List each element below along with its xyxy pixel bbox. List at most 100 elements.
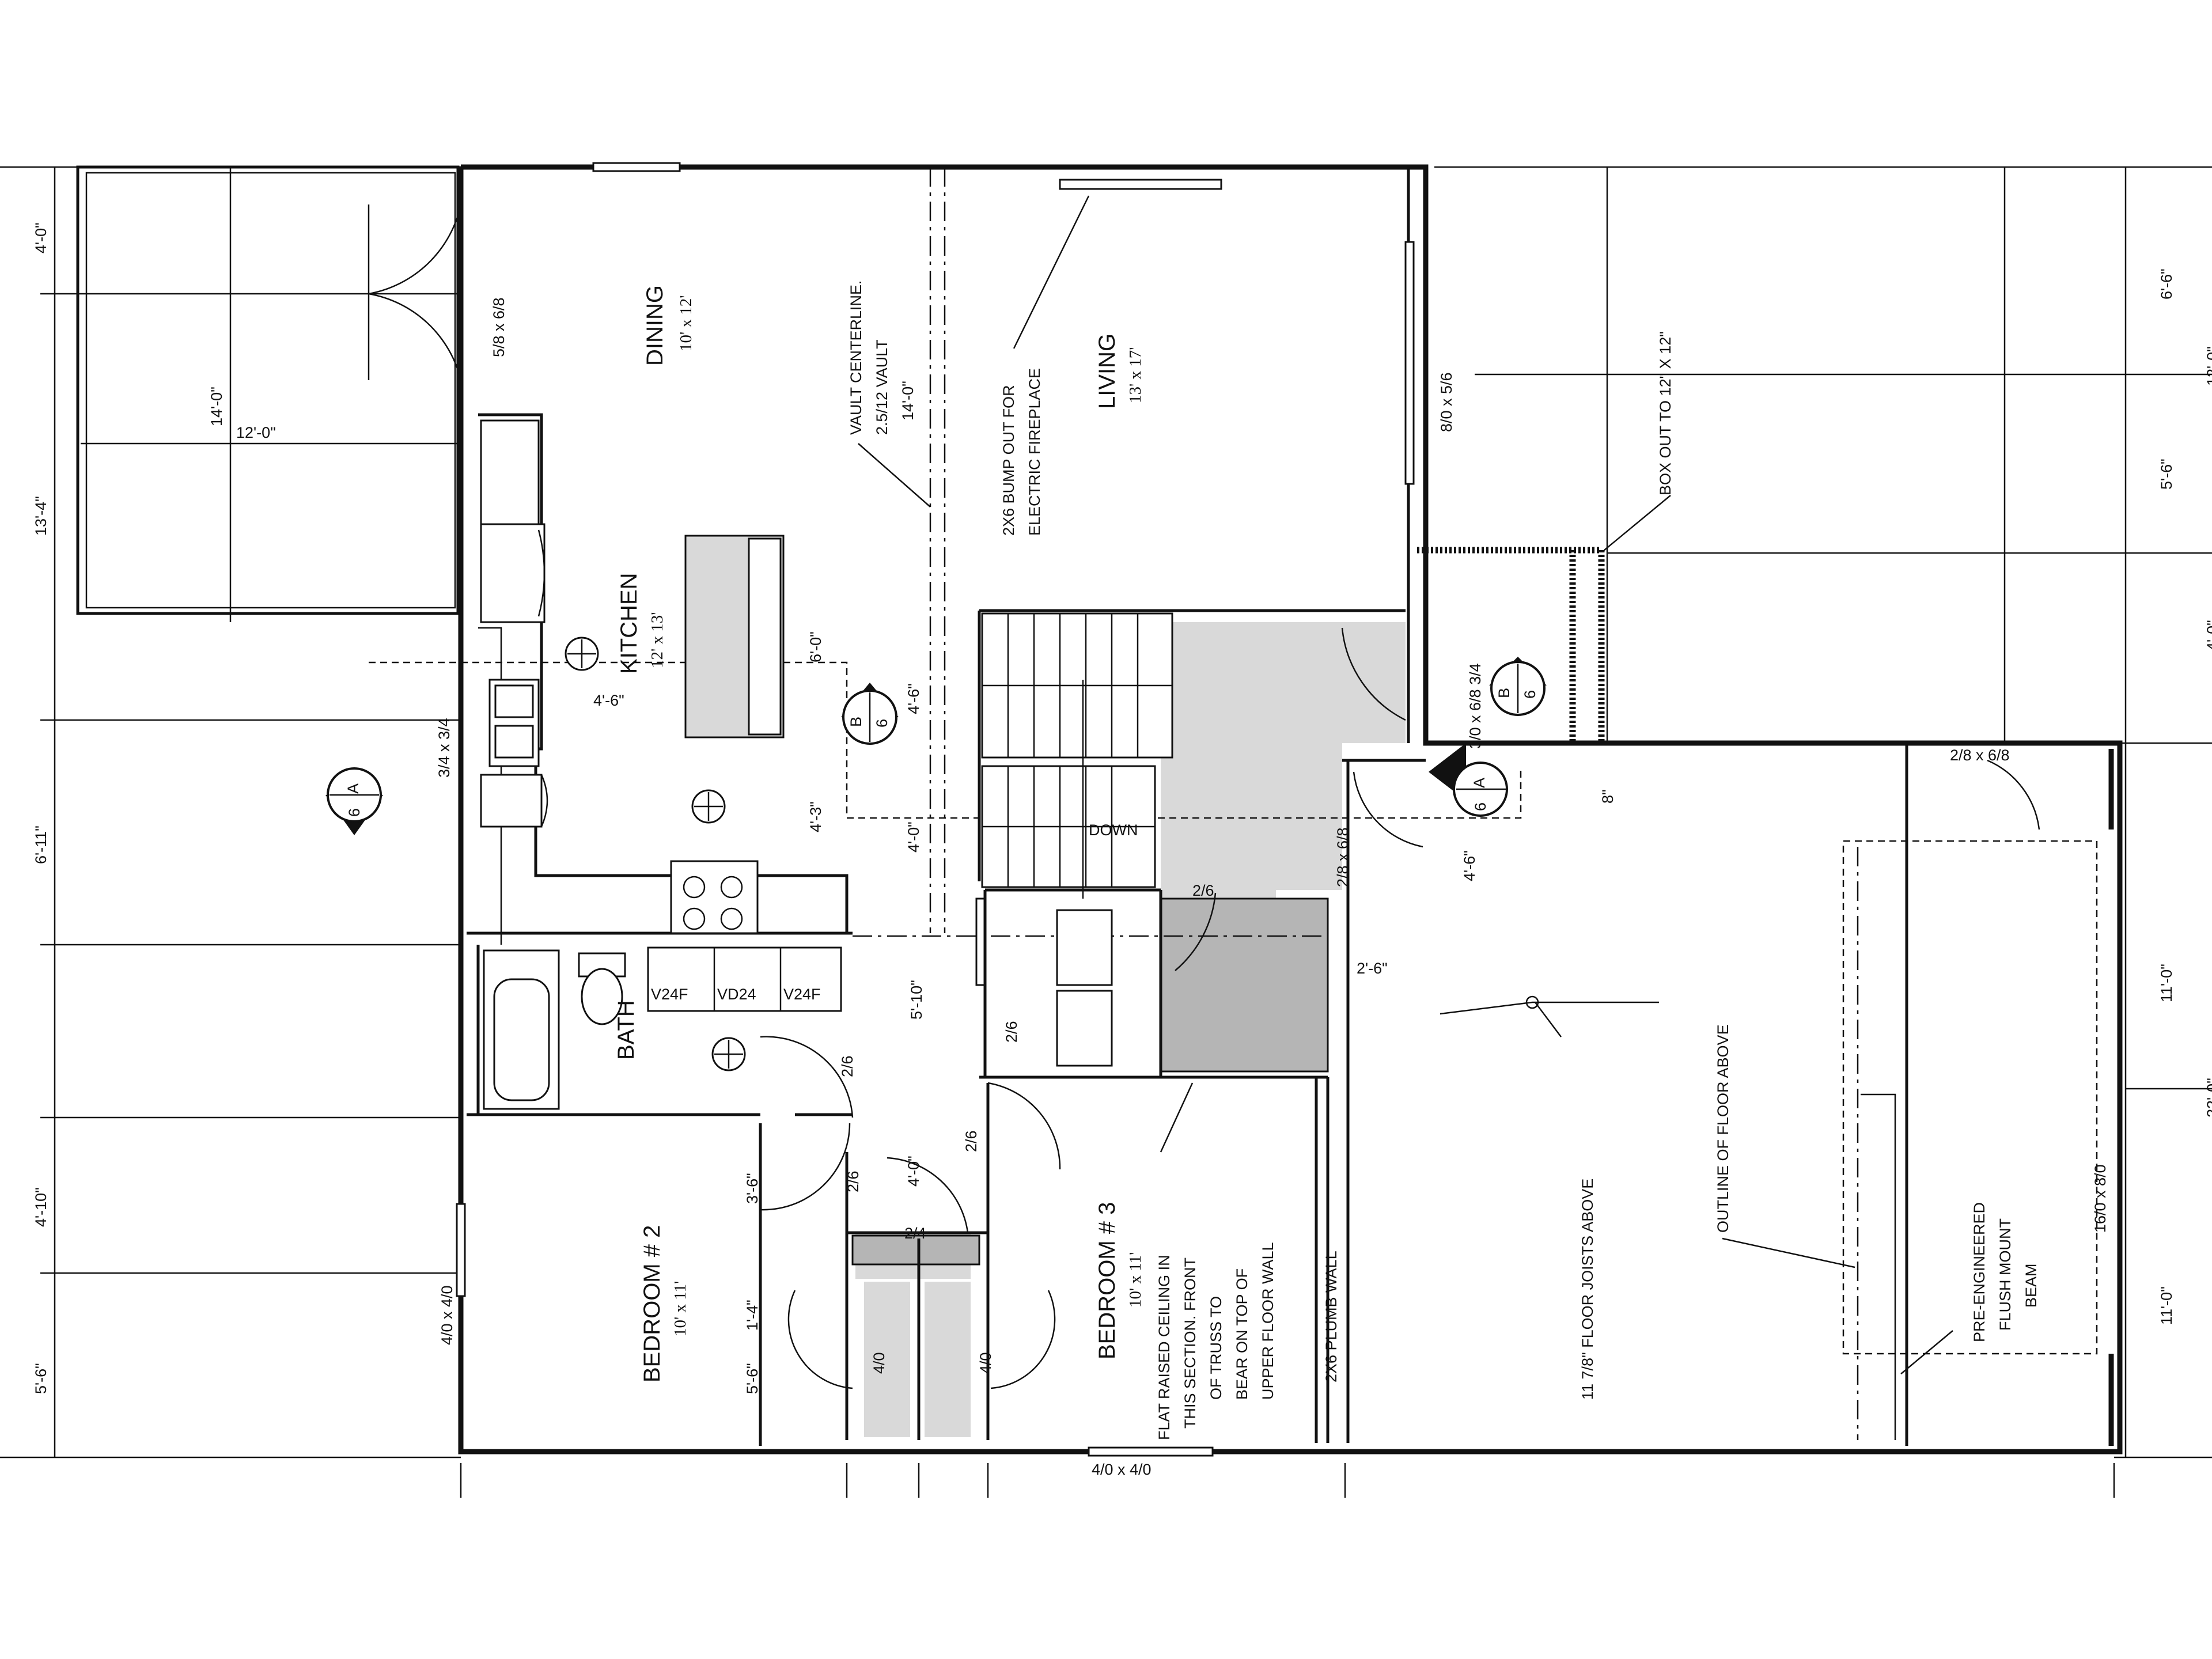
section-marker-b-kitchen: B 6 xyxy=(841,683,899,745)
room-bath: BATH xyxy=(613,1000,639,1060)
section-marker-b-right: B 6 xyxy=(1489,657,1547,716)
label-door-28x68-b: 2/8 x 6/8 xyxy=(1950,747,2010,764)
note-flat-3: OF TRUSS TO xyxy=(1207,1296,1225,1400)
dim-garage-8: 8" xyxy=(1599,789,1616,804)
room-living-size: 13' x 17' xyxy=(1126,347,1145,403)
laundry-fixtures xyxy=(1056,909,1113,1067)
plan-notes: VAULT CENTERLINE. 2.5/12 VAULT 14'-0" 2X… xyxy=(847,280,2040,1440)
section-b2-letter: B xyxy=(1495,688,1513,698)
dim-right-5: 22'-0" xyxy=(2204,1078,2212,1118)
label-door-30x68: 3/0 x 6/8 3/4 xyxy=(1467,663,1484,749)
front-porch xyxy=(76,165,460,615)
dim-kitchen-6: 6'-0" xyxy=(807,631,824,662)
note-fireplace-2: ELECTRIC FIREPLACE xyxy=(1026,368,1043,536)
dim-right-6: 11'-0" xyxy=(2158,1286,2175,1325)
windows xyxy=(456,162,1415,1457)
dim-garage-46: 4'-6" xyxy=(1461,850,1478,881)
room-bedroom3-size: 10' x 11' xyxy=(1126,1252,1145,1308)
room-bedroom2-size: 10' x 11' xyxy=(671,1281,690,1336)
note-flat-2: THIS SECTION. FRONT xyxy=(1181,1257,1199,1429)
label-c40a: 4/0 xyxy=(870,1352,888,1374)
dim-left-1: 13'-4" xyxy=(32,496,50,536)
section-b-page: 6 xyxy=(873,719,891,728)
note-vault-1: VAULT CENTERLINE. xyxy=(847,280,865,435)
bath-fixtures xyxy=(483,946,842,1110)
dim-right-3: 4'-0" xyxy=(2204,620,2212,651)
label-v24f-a: V24F xyxy=(651,986,688,1003)
room-living: LIVING xyxy=(1094,334,1120,409)
label-d26-b2: 2/6 xyxy=(844,1171,862,1192)
dim-garage-26: 2'-6" xyxy=(1357,960,1388,977)
dimension-lines xyxy=(0,166,2212,1498)
dim-left-4: 5'-6" xyxy=(32,1363,50,1394)
section-lines xyxy=(369,661,1522,819)
label-door-28x68-a: 2/8 x 6/8 xyxy=(1334,827,1351,887)
section-a2-letter: A xyxy=(1471,778,1488,788)
note-flat-5: UPPER FLOOR WALL xyxy=(1259,1242,1277,1400)
label-win-34x34: 3/4 x 3/4 xyxy=(435,718,453,778)
dim-stair-46: 4'-6" xyxy=(905,683,922,714)
note-fireplace-1: 2X6 BUMP OUT FOR xyxy=(1000,385,1017,536)
dim-left-0: 4'-0" xyxy=(32,222,50,253)
dim-b2-56: 5'-6" xyxy=(744,1363,761,1394)
label-d26-wd: 2/6 xyxy=(1003,1021,1020,1043)
room-kitchen: KITCHEN xyxy=(616,573,642,674)
dim-porch-12: 12'-0" xyxy=(236,424,276,441)
label-garage-door: 16/0 x 8/0 xyxy=(2092,1164,2109,1233)
dim-right-4: 11'-0" xyxy=(2158,964,2175,1002)
room-labels: DINING 10' x 12' LIVING 13' x 17' KITCHE… xyxy=(613,285,1145,1382)
section-a-page: 6 xyxy=(346,808,363,817)
dim-left-2: 6'-11" xyxy=(32,825,50,864)
dim-right-1: 12'-0" xyxy=(2204,346,2212,386)
dim-hall-40: 4'-0" xyxy=(905,1156,922,1187)
note-boxout: BOX OUT TO 12" X 12" xyxy=(1657,331,1674,495)
label-win-40x40-bottom: 4/0 x 4/0 xyxy=(1092,1461,1152,1478)
section-marker-a-right: A 6 xyxy=(1429,743,1508,817)
note-vault-2: 2.5/12 VAULT xyxy=(873,339,891,435)
note-flat-4: BEAR ON TOP OF xyxy=(1233,1268,1251,1400)
section-a2-page: 6 xyxy=(1472,802,1489,811)
kitchen-fixtures xyxy=(480,419,785,934)
small-labels: 2/6 2/6 2/6 2/6 2/6 2/4 4/0 4/0 V24F VD2… xyxy=(651,882,1214,1374)
note-beam-3: BEAM xyxy=(2022,1263,2040,1308)
dim-right-2: 5'-6" xyxy=(2158,459,2175,490)
label-v24f-b: V24F xyxy=(783,986,821,1003)
note-down: DOWN xyxy=(1089,821,1138,839)
tiled-floor xyxy=(851,622,1406,1437)
dim-kitchen-43: 4'-3" xyxy=(807,801,824,832)
label-vd24: VD24 xyxy=(717,986,756,1003)
label-d24: 2/4 xyxy=(904,1225,926,1242)
dim-b2-14: 1'-4" xyxy=(744,1300,761,1331)
dim-kitchen-45: 4'-6" xyxy=(593,692,624,709)
room-bedroom3: BEDROOM # 3 xyxy=(1094,1202,1120,1359)
dim-hall-510: 5'-10" xyxy=(908,980,925,1020)
section-a-letter: A xyxy=(344,783,362,794)
note-outline: OUTLINE OF FLOOR ABOVE xyxy=(1714,1024,1732,1233)
label-win-80x56: 8/0 x 5/6 xyxy=(1438,372,1455,432)
room-kitchen-size: 12' x 13' xyxy=(648,612,666,668)
dim-porch-14: 14'-0" xyxy=(208,387,225,426)
note-joists: 11 7/8" FLOOR JOISTS ABOVE xyxy=(1579,1179,1596,1400)
section-b2-page: 6 xyxy=(1521,690,1539,699)
label-c40b: 4/0 xyxy=(977,1352,994,1374)
dim-right-0: 6'-6" xyxy=(2158,268,2175,300)
label-d26-bath: 2/6 xyxy=(839,1055,856,1077)
note-flat-1: FLAT RAISED CEILING IN xyxy=(1156,1255,1173,1440)
note-beam-2: FLUSH MOUNT xyxy=(1997,1218,2014,1331)
room-bedroom2: BEDROOM # 2 xyxy=(639,1225,665,1382)
leaders xyxy=(858,195,1953,1374)
note-vault-3: 14'-0" xyxy=(899,381,916,421)
label-d26-hall: 2/6 xyxy=(1192,882,1214,899)
label-win-40x40-left: 4/0 x 4/0 xyxy=(438,1285,456,1345)
garage-details xyxy=(1842,743,2114,1446)
opening-labels: 5/8 x 6/8 8/0 x 5/6 3/0 x 6/8 3/4 3/4 x … xyxy=(435,297,2109,1478)
section-marker-a-left: A 6 xyxy=(325,767,383,835)
dim-stair-40: 4'-0" xyxy=(905,821,922,853)
dim-b2-36: 3'-6" xyxy=(744,1173,761,1204)
dim-left-3: 4'-10" xyxy=(32,1187,50,1227)
label-d26-b3: 2/6 xyxy=(963,1130,980,1152)
room-dining: DINING xyxy=(642,285,668,366)
room-dining-size: 10' x 12' xyxy=(677,296,695,351)
note-plumb-wall: 2X6 PLUMB WALL xyxy=(1323,1251,1340,1382)
